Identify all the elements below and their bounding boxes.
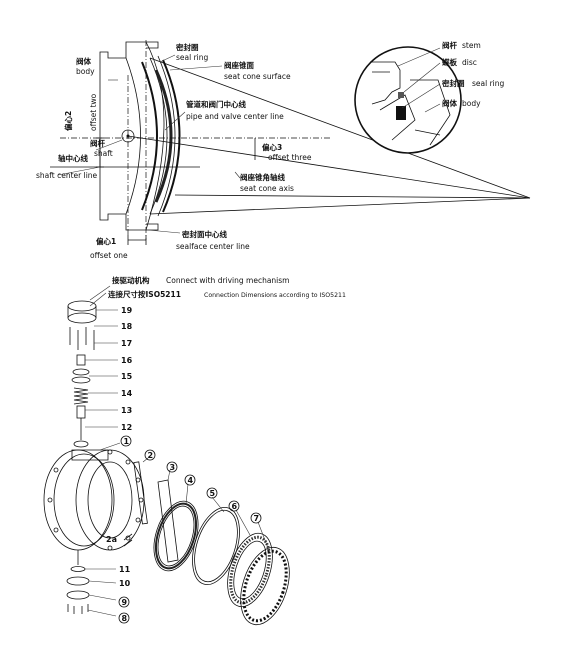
exploded-view-header: 接驱动机构 Connect with driving mechanism 连接尺…: [89, 275, 346, 307]
center-line-label-zh: 管道和阀门中心线: [186, 99, 246, 109]
offset-three-label-en: offset three: [268, 153, 312, 162]
part-number: 4: [188, 476, 194, 485]
seat-cone-axis-label-zh: 阀座锥角轴线: [240, 172, 285, 182]
seat-cone-axis-label-en: seat cone axis: [240, 184, 294, 193]
connection-dims-zh: 连接尺寸按ISO5211: [108, 289, 181, 299]
part-number: 17: [121, 339, 132, 348]
part-number: 7: [254, 514, 260, 523]
seat-cone-surface-label-en: seat cone surface: [224, 72, 291, 81]
part-number: 2: [148, 451, 154, 460]
shaft-center-label-zh: 轴中心线: [58, 153, 88, 163]
number-leaders: [85, 309, 269, 617]
offset-one-label-zh: 偏心1: [96, 236, 116, 246]
connect-mechanism-zh: 接驱动机构: [112, 275, 150, 285]
detail-body-label-zh: 阀体: [442, 98, 457, 108]
offset-two-label-zh: 偏心2: [63, 111, 73, 131]
part-number: 13: [121, 406, 132, 415]
seal-ring-label-zh: 密封圈: [176, 42, 199, 52]
seat-cone-surface-label-zh: 阀座锥面: [224, 60, 254, 70]
section-view-labels: 阀体 body 密封圈 seal ring 阀座锥面 seat cone sur…: [36, 42, 312, 260]
seal-ring-label-en: seal ring: [176, 53, 209, 62]
bolt-parts: [69, 327, 95, 350]
shaft-label-en: shaft: [94, 149, 113, 158]
part-number: 12: [121, 423, 132, 432]
stem-label-en: stem: [462, 41, 481, 50]
detail-seal-ring-label-en: seal ring: [472, 79, 505, 88]
part-number-2a: 2a: [106, 535, 117, 544]
detail-body-label-en: body: [462, 99, 481, 108]
offset-two-label-en: offset two: [89, 93, 98, 131]
body-label-en: body: [76, 67, 95, 76]
part-number: 11: [119, 565, 131, 574]
body-label-zh: 阀体: [76, 56, 91, 66]
part-number: 10: [119, 579, 131, 588]
connection-dims-en: Connection Dimensions according to ISO52…: [204, 292, 346, 299]
body-bolt-holes: [47, 449, 144, 551]
shaft-center-label-en: shaft center line: [36, 171, 98, 180]
part-number: 8: [122, 614, 128, 623]
shaft-label-zh: 阀杆: [90, 138, 105, 148]
part-number: 6: [232, 502, 238, 511]
part-number: 5: [210, 489, 216, 498]
part-number: 1: [124, 437, 130, 446]
part-number: 15: [121, 372, 133, 381]
connect-mechanism-en: Connect with driving mechanism: [166, 276, 289, 285]
part-numbers: 19 18 17 16 15 14 13 12 1 11 10 9 8 2 3 …: [106, 306, 262, 624]
detail-view: [354, 46, 462, 154]
part-number: 9: [122, 598, 128, 607]
exploded-parts: 19 18 17 16 15 14 13 12 1 11 10 9 8 2 3 …: [43, 300, 290, 626]
part-number: 18: [121, 322, 133, 331]
stem-label-zh: 阀杆: [442, 40, 457, 50]
sealface-center-label-zh: 密封面中心线: [182, 229, 227, 239]
part-number: 14: [121, 389, 133, 398]
section-view: [50, 40, 531, 245]
detail-view-labels: 阀杆 stem 蝶板 disc 密封圈 seal ring 阀体 body: [442, 40, 505, 108]
disc-label-zh: 蝶板: [442, 57, 457, 67]
part-number: 19: [121, 306, 133, 315]
offset-one-label-en: offset one: [90, 251, 128, 260]
offset-three-label-zh: 偏心3: [262, 142, 282, 152]
bottom-bolts: [67, 604, 89, 614]
part-number: 3: [170, 463, 176, 472]
center-line-label-en: pipe and valve center line: [186, 112, 284, 121]
part-number: 16: [121, 356, 133, 365]
disc-label-en: disc: [462, 58, 477, 67]
detail-seal-ring-label-zh: 密封圈: [442, 78, 465, 88]
sealface-center-label-en: sealface center line: [176, 242, 250, 251]
